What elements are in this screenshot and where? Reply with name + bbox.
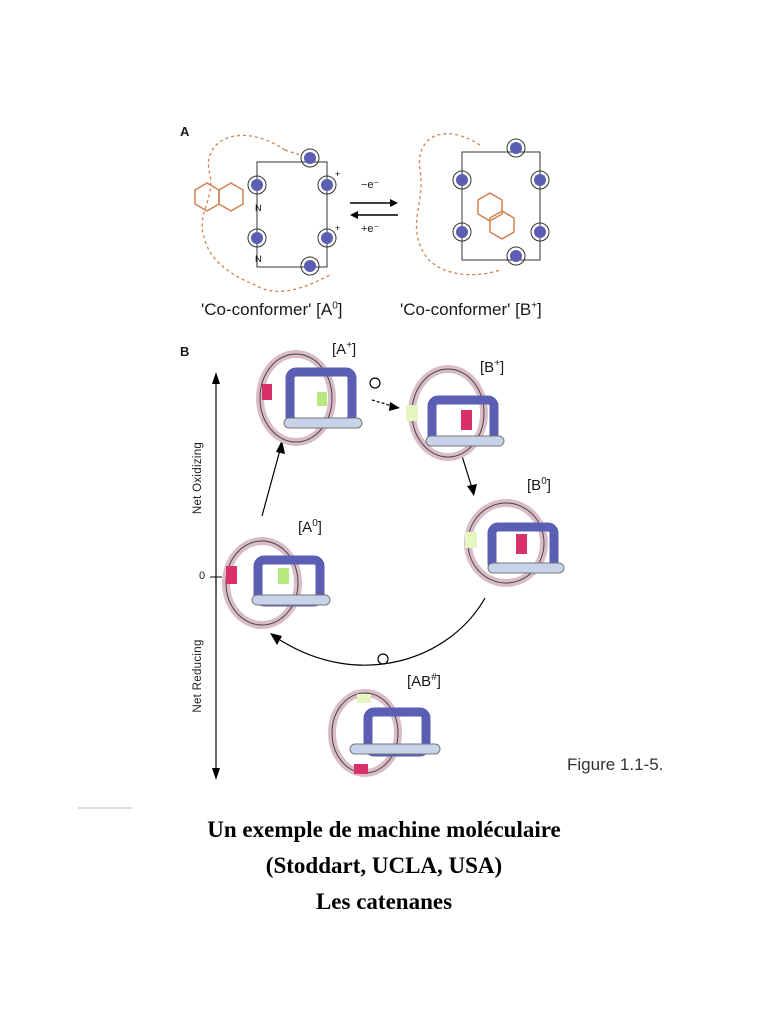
axis-reducing-label: Net Reducing — [192, 639, 204, 713]
state-b-zero-label: [B0] — [527, 476, 551, 494]
figure-number: Figure 1.1-5. — [567, 755, 664, 774]
reduction-label: +e⁻ — [361, 223, 380, 235]
svg-text:N: N — [255, 254, 262, 264]
state-a-plus-label: [A+] — [332, 340, 357, 358]
co-conformer-a0-label: 'Co-conformer' [A0] — [201, 300, 343, 319]
catenane-a0-structure: N N + + — [194, 134, 340, 292]
machine-b-plus — [406, 365, 505, 461]
state-ab-hash-label: [AB#] — [407, 672, 441, 690]
redox-arrows — [350, 199, 398, 219]
cycle-arrows — [261, 377, 486, 666]
panel-b-letter: B — [180, 344, 190, 359]
machine-b-zero — [464, 499, 565, 587]
caption-line-1: Un exemple de machine moléculaire — [207, 817, 561, 842]
machine-ab-hash — [328, 689, 441, 777]
machine-a-zero — [222, 537, 331, 629]
machine-a-plus — [256, 350, 363, 446]
co-conformer-bplus-label: 'Co-conformer' [B+] — [400, 300, 542, 319]
state-b-plus-label: [B+] — [480, 358, 505, 376]
catenane-bplus-structure — [415, 133, 550, 276]
axis-oxidizing-label: Net Oxidizing — [192, 441, 204, 515]
axis-zero-label: 0 — [199, 570, 206, 582]
oxidation-label: −e⁻ — [361, 179, 380, 191]
caption-line-2: (Stoddart, UCLA, USA) — [265, 853, 503, 878]
svg-text:+: + — [335, 223, 340, 233]
svg-text:+: + — [335, 169, 340, 179]
panel-a-letter: A — [180, 124, 190, 139]
caption-line-3: Les catenanes — [315, 889, 453, 914]
energy-axis — [210, 372, 222, 780]
state-a-zero-label: [A0] — [298, 518, 322, 536]
svg-text:N: N — [255, 203, 262, 213]
